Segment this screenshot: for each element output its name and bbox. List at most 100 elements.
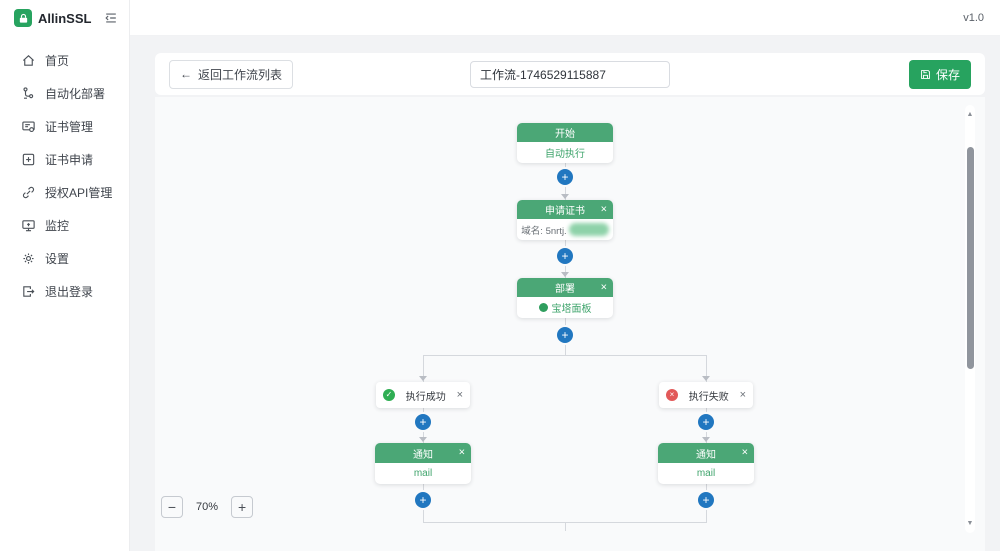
sidebar-item-logout[interactable]: 退出登录 [0, 275, 129, 308]
scroll-down-icon[interactable]: ▼ [966, 520, 974, 527]
sidebar-item-label: 授权API管理 [45, 186, 113, 200]
node-apply-certificate[interactable]: 申请证书 × 域名: 5nrtj. [517, 200, 613, 240]
add-node-button[interactable]: + [557, 169, 573, 185]
notify-channel-label: mail [413, 468, 433, 479]
close-icon[interactable]: × [458, 446, 465, 459]
zoom-in-button[interactable]: + [231, 496, 254, 518]
home-icon [21, 53, 36, 68]
close-icon[interactable]: × [456, 388, 463, 401]
plus-icon: + [561, 328, 569, 342]
add-node-button[interactable]: + [415, 414, 431, 430]
main-area: v1.0 ← 返回工作流列表 保存 [130, 0, 1000, 551]
provider-label: 宝塔面板 [551, 304, 592, 315]
sidebar-item-cert-apply[interactable]: 证书申请 [0, 143, 129, 176]
connector-arrow [561, 194, 569, 199]
sidebar-nav: 首页 自动化部署 证书管理 证书申请 授权API管理 监控 [0, 36, 129, 308]
branch-label: 执行失败 [688, 391, 729, 403]
plus-square-icon [21, 152, 36, 167]
fail-cross-icon: × [666, 389, 678, 401]
plus-icon: + [561, 170, 569, 184]
domain-label: 域名: 5nrtj. [521, 223, 609, 237]
node-notify-body: mail [375, 463, 471, 484]
node-notify-body: mail [658, 463, 754, 484]
zoom-out-button[interactable]: − [161, 496, 183, 518]
workflow-canvas[interactable]: 开始 自动执行 + 申请证书 × 域名: 5nrtj. [155, 97, 985, 551]
zoom-level-label: 70% [196, 501, 219, 513]
node-title: 部署 [555, 284, 575, 295]
collapse-sidebar-icon[interactable] [104, 11, 118, 25]
add-node-button[interactable]: + [415, 492, 431, 508]
branch-line [423, 355, 707, 356]
sidebar-item-cert-manage[interactable]: 证书管理 [0, 110, 129, 143]
node-start-body: 自动执行 [517, 142, 613, 163]
sidebar-item-label: 证书申请 [45, 153, 94, 167]
version-label: v1.0 [963, 11, 984, 24]
connector-arrow [702, 376, 710, 381]
sidebar-item-monitor[interactable]: 监控 [0, 209, 129, 242]
sidebar-item-api-manage[interactable]: 授权API管理 [0, 176, 129, 209]
sidebar-item-label: 证书管理 [45, 120, 94, 134]
node-apply-header: 申请证书 × [517, 200, 613, 219]
add-node-button[interactable]: + [557, 327, 573, 343]
add-node-button[interactable]: + [698, 414, 714, 430]
add-node-button[interactable]: + [557, 248, 573, 264]
node-notify-success[interactable]: 通知 × mail [375, 443, 471, 484]
node-notify-fail[interactable]: 通知 × mail [658, 443, 754, 484]
plus-icon: + [419, 415, 427, 429]
node-deploy-header: 部署 × [517, 278, 613, 297]
zoom-controls: − 70% + [161, 496, 254, 518]
workflow-toolbar: ← 返回工作流列表 保存 [155, 53, 985, 95]
node-notify-header: 通知 × [658, 443, 754, 463]
sidebar: AllinSSL 首页 自动化部署 证书管理 证书申请 [0, 0, 130, 551]
success-check-icon: ✓ [383, 389, 395, 401]
save-button-label: 保存 [935, 67, 960, 82]
sidebar-item-auto-deploy[interactable]: 自动化部署 [0, 77, 129, 110]
node-title: 通知 [413, 449, 433, 461]
connector-line [565, 522, 566, 531]
sidebar-item-home[interactable]: 首页 [0, 44, 129, 77]
minus-icon: − [167, 499, 177, 515]
branch-label: 执行成功 [405, 391, 446, 403]
close-icon[interactable]: × [739, 388, 746, 401]
sidebar-item-label: 退出登录 [45, 285, 94, 299]
content-area: ← 返回工作流列表 保存 [130, 36, 1000, 551]
back-to-workflow-list-button[interactable]: ← 返回工作流列表 [169, 59, 294, 89]
node-apply-body: 域名: 5nrtj. [517, 219, 613, 240]
scroll-up-icon[interactable]: ▲ [966, 111, 974, 118]
node-title: 通知 [696, 449, 716, 461]
connector-arrow [419, 376, 427, 381]
cross-glyph: × [669, 390, 675, 399]
link-icon [21, 185, 36, 200]
save-icon [920, 69, 931, 80]
scrollbar-thumb[interactable] [966, 147, 974, 369]
redacted-domain [568, 223, 609, 236]
notify-channel-label: mail [696, 468, 716, 479]
close-icon[interactable]: × [741, 446, 748, 459]
sidebar-item-label: 监控 [45, 219, 70, 233]
start-mode-label: 自动执行 [545, 149, 585, 160]
topbar: v1.0 [130, 0, 1000, 36]
gear-icon [21, 251, 36, 266]
node-title: 申请证书 [545, 206, 585, 217]
sidebar-item-settings[interactable]: 设置 [0, 242, 129, 275]
plus-icon: + [702, 415, 710, 429]
workflow-name-input[interactable] [470, 60, 670, 88]
close-icon[interactable]: × [600, 281, 607, 293]
branch-success-card[interactable]: ✓ 执行成功 × [376, 382, 470, 408]
add-node-button[interactable]: + [698, 492, 714, 508]
back-button-label: 返回工作流列表 [198, 67, 283, 82]
vertical-scrollbar[interactable]: ▲ ▼ [965, 105, 975, 533]
plus-icon: + [702, 493, 710, 507]
plus-icon: + [237, 499, 247, 515]
branch-fail-card[interactable]: × 执行失败 × [659, 382, 753, 408]
logout-icon [21, 284, 36, 299]
brand-title: AllinSSL [38, 10, 92, 26]
node-start[interactable]: 开始 自动执行 [517, 123, 613, 163]
close-icon[interactable]: × [600, 203, 607, 215]
node-title: 开始 [555, 129, 575, 140]
save-button[interactable]: 保存 [908, 59, 971, 89]
node-deploy-body: 宝塔面板 [517, 297, 613, 318]
automation-flow-icon [21, 86, 36, 101]
sidebar-item-label: 首页 [45, 54, 70, 68]
node-deploy[interactable]: 部署 × 宝塔面板 [517, 278, 613, 318]
